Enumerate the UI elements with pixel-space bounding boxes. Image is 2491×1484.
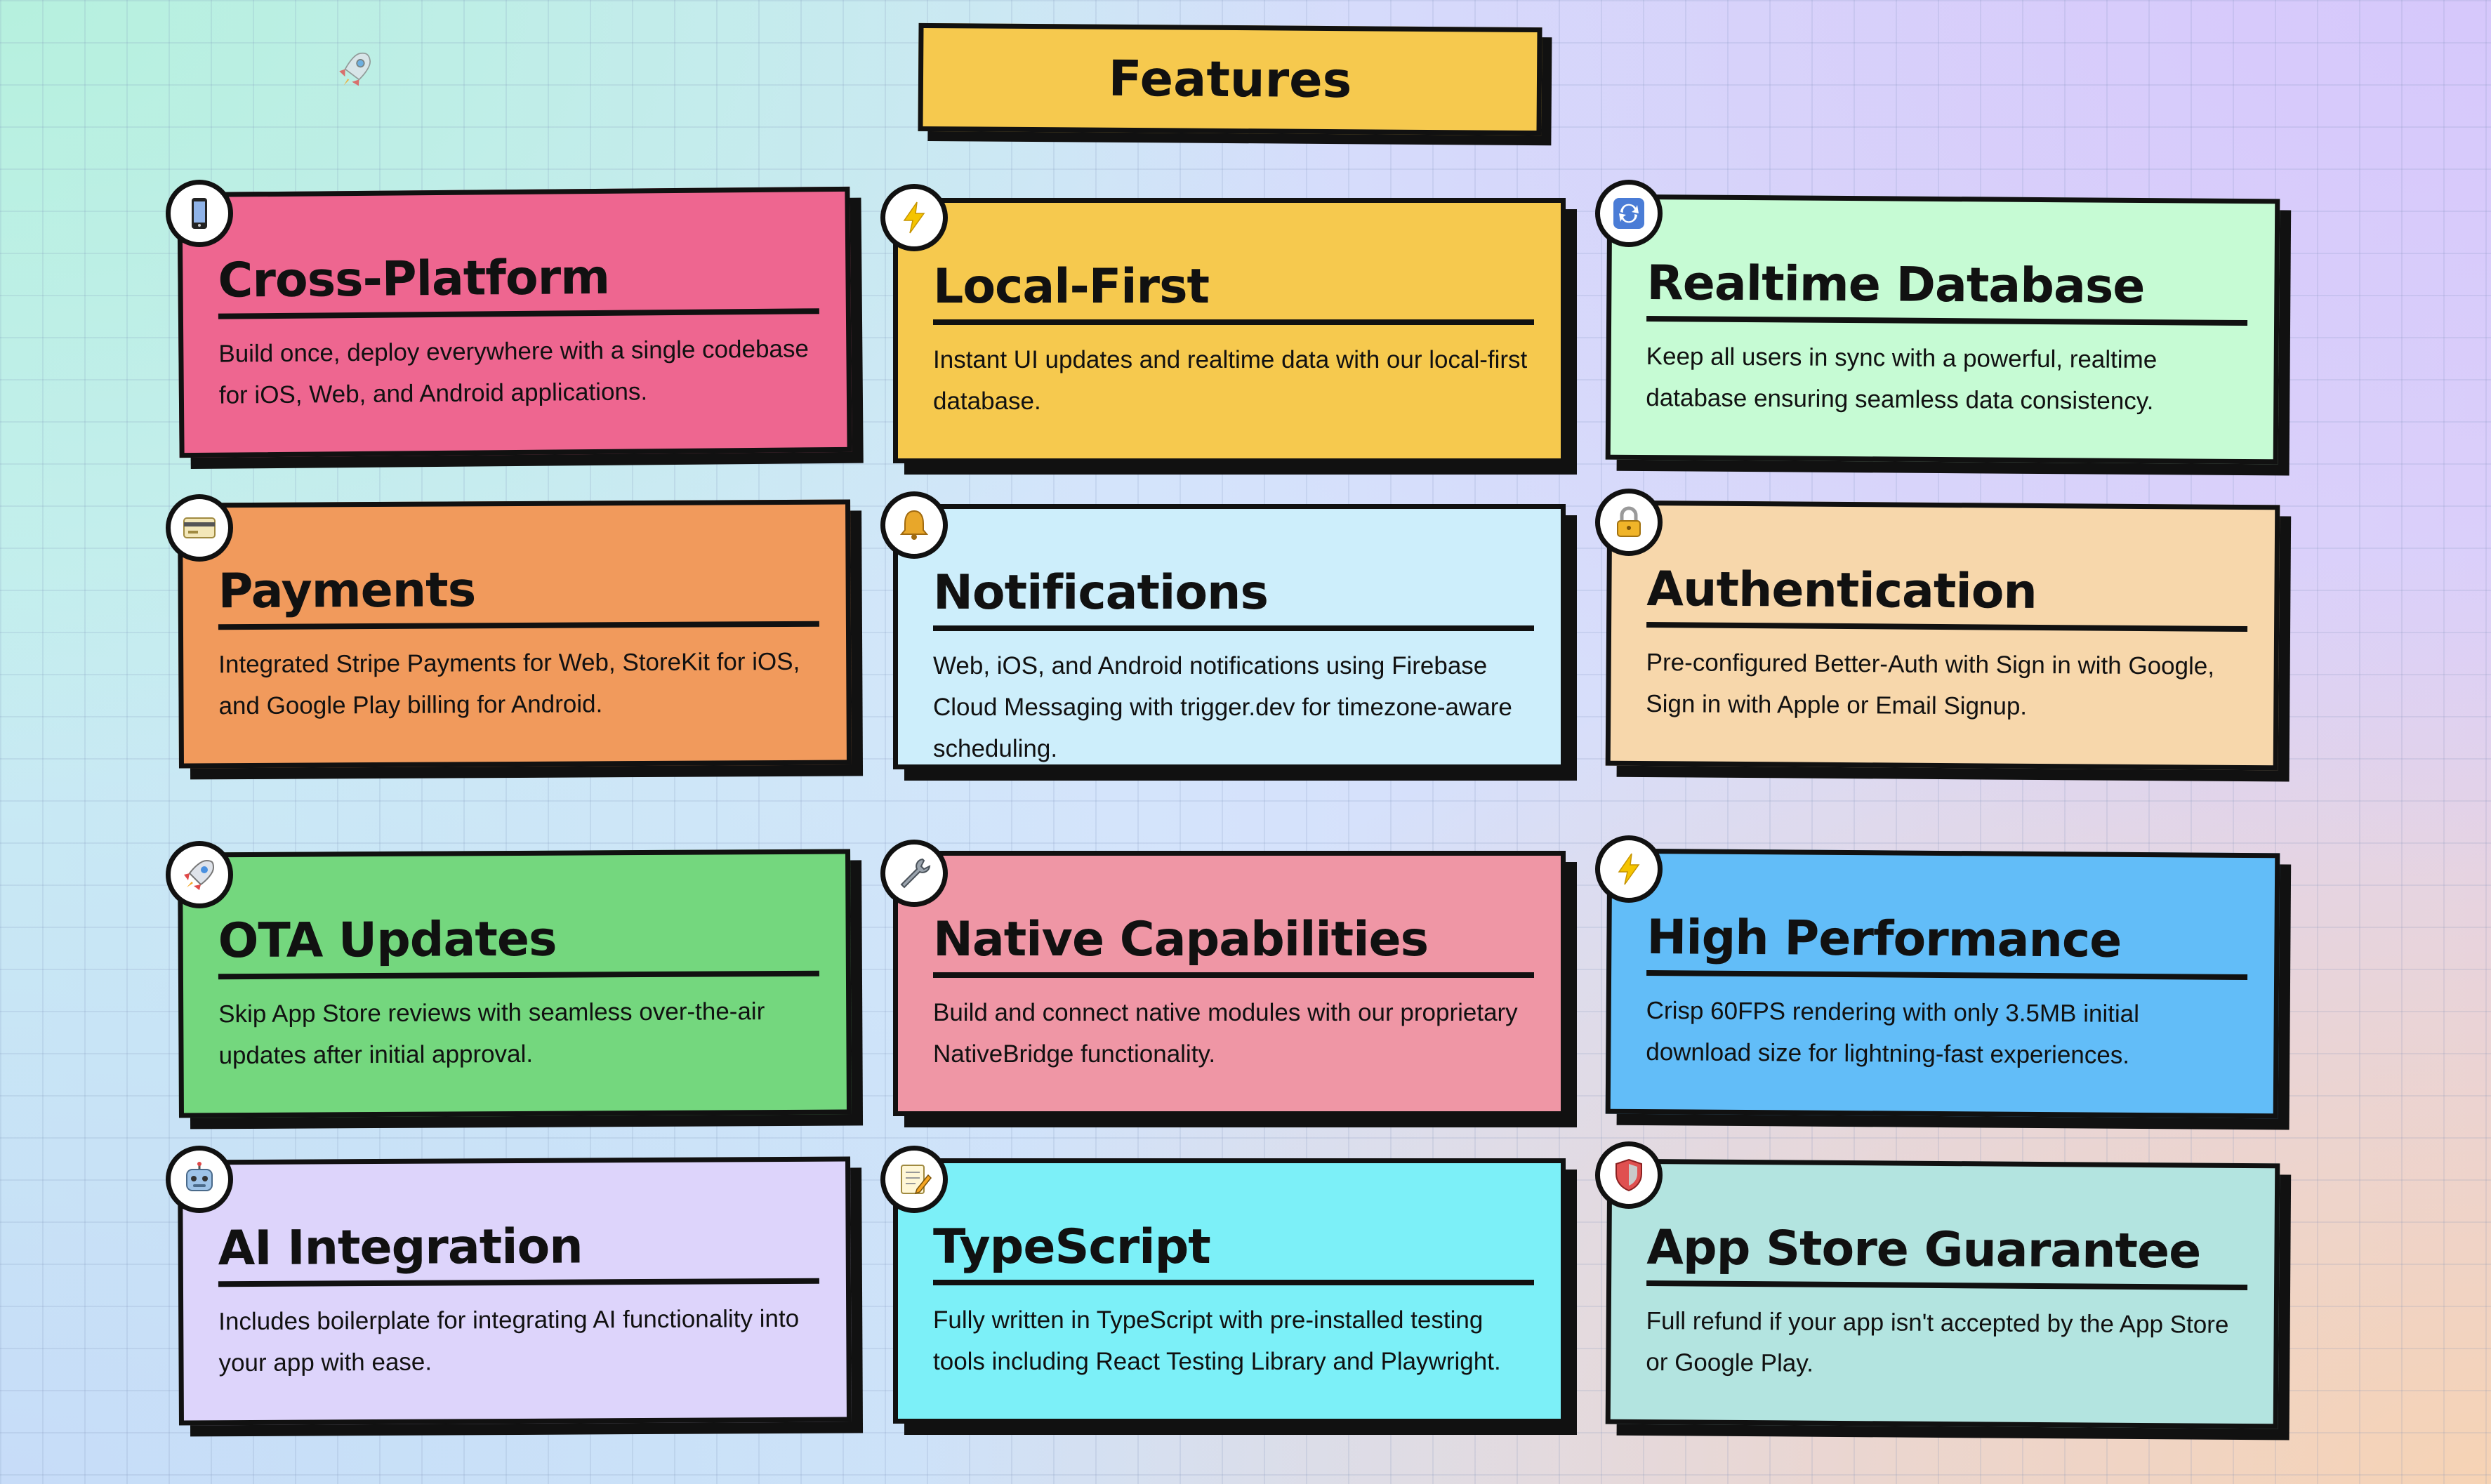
title-divider	[218, 1278, 819, 1287]
title-divider	[218, 621, 819, 630]
shield-icon	[1595, 1141, 1663, 1209]
rocket-icon	[333, 48, 377, 92]
bell-icon	[880, 491, 948, 559]
feature-card-cross-platform: Cross-Platform Build once, deploy everyw…	[177, 186, 852, 458]
title-divider	[933, 972, 1534, 978]
feature-title: AI Integration	[218, 1219, 583, 1277]
feature-card-app-store-guarantee: App Store Guarantee Full refund if your …	[1605, 1158, 2280, 1429]
feature-description: Instant UI updates and realtime data wit…	[933, 346, 1528, 415]
feature-description: Web, iOS, and Android notifications usin…	[933, 652, 1512, 762]
feature-card-local-first: Local-First Instant UI updates and realt…	[893, 198, 1566, 463]
feature-description: Crisp 60FPS rendering with only 3.5MB in…	[1646, 997, 2140, 1069]
feature-title: TypeScript	[933, 1219, 1211, 1275]
feature-description: Full refund if your app isn't accepted b…	[1646, 1307, 2229, 1377]
lock-icon	[1595, 489, 1663, 556]
feature-title: Realtime Database	[1646, 256, 2145, 315]
feature-description: Pre-configured Better-Auth with Sign in …	[1646, 649, 2215, 720]
wrench-icon	[880, 840, 948, 907]
feature-title: Payments	[218, 562, 476, 620]
feature-description: Integrated Stripe Payments for Web, Stor…	[218, 647, 800, 720]
feature-card-payments: Payments Integrated Stripe Payments for …	[178, 499, 852, 769]
feature-description: Fully written in TypeScript with pre-ins…	[933, 1306, 1501, 1375]
feature-title: Cross-Platform	[218, 249, 610, 309]
feature-title: High Performance	[1646, 910, 2122, 969]
feature-card-ota-updates: OTA Updates Skip App Store reviews with …	[178, 849, 852, 1118]
robot-icon	[166, 1146, 233, 1213]
title-divider	[933, 319, 1534, 325]
sync-icon	[1595, 180, 1663, 247]
memo-icon	[880, 1146, 948, 1213]
feature-title: Native Capabilities	[933, 912, 1429, 967]
feature-title: OTA Updates	[218, 911, 557, 969]
title-divider	[933, 625, 1534, 631]
title-divider	[933, 1280, 1534, 1285]
phone-icon	[166, 180, 233, 247]
feature-card-high-performance: High Performance Crisp 60FPS rendering w…	[1605, 848, 2280, 1119]
credit-card-icon	[166, 494, 233, 562]
page-title: Features	[1108, 49, 1352, 110]
feature-title: Authentication	[1646, 562, 2037, 620]
rocket-icon	[166, 841, 233, 908]
feature-card-typescript: TypeScript Fully written in TypeScript w…	[893, 1158, 1566, 1424]
feature-card-native-capabilities: Native Capabilities Build and connect na…	[893, 851, 1566, 1116]
lightning-icon	[880, 184, 948, 251]
feature-description: Skip App Store reviews with seamless ove…	[218, 998, 765, 1070]
feature-card-ai-integration: AI Integration Includes boilerplate for …	[178, 1156, 852, 1426]
feature-description: Includes boilerplate for integrating AI …	[218, 1304, 800, 1377]
feature-title: Local-First	[933, 259, 1210, 314]
feature-title: App Store Guarantee	[1646, 1220, 2201, 1280]
feature-title: Notifications	[933, 565, 1269, 621]
feature-card-authentication: Authentication Pre-configured Better-Aut…	[1605, 500, 2280, 771]
feature-description: Build and connect native modules with ou…	[933, 999, 1518, 1068]
lightning-icon	[1595, 835, 1663, 903]
feature-description: Keep all users in sync with a powerful, …	[1646, 343, 2158, 416]
feature-card-realtime-database: Realtime Database Keep all users in sync…	[1605, 194, 2280, 465]
feature-card-notifications: Notifications Web, iOS, and Android noti…	[893, 504, 1566, 769]
features-title-banner: Features	[918, 22, 1542, 136]
feature-description: Build once, deploy everywhere with a sin…	[218, 335, 810, 409]
title-divider	[218, 970, 819, 980]
